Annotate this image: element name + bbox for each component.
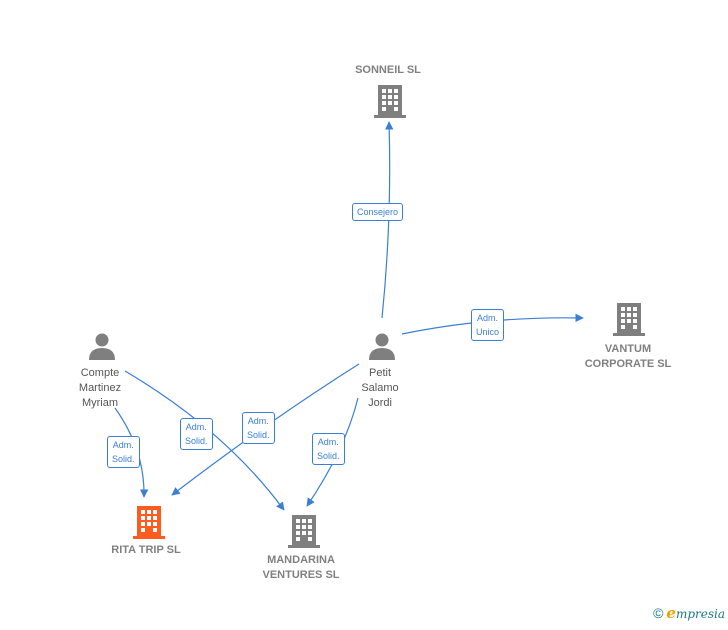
person-label-petit[interactable]: Petit Salamo Jordi [361, 367, 399, 409]
building-icon[interactable] [132, 505, 166, 539]
relation-label-petit-mandarina: Adm. Solid. [312, 433, 345, 465]
relation-label-petit-rita: Adm. Solid. [242, 412, 275, 444]
relation-label-compte-rita: Adm. Solid. [107, 436, 140, 468]
person-label-compte[interactable]: Compte Martinez Myriam [78, 367, 122, 409]
copyright-icon: © [653, 605, 664, 621]
company-label-vantum[interactable]: VANTUM CORPORATE SL [584, 343, 672, 370]
relation-label-compte-mandarina: Adm. Solid. [180, 418, 213, 450]
building-icon[interactable] [612, 302, 646, 336]
edges [114, 121, 584, 511]
relation-label-adm-unico: Adm. Unico [471, 309, 505, 341]
person-icon[interactable] [87, 331, 117, 361]
brand-logo: empresia [666, 604, 725, 622]
company-label-rita[interactable]: RITA TRIP SL [111, 544, 181, 556]
company-label-mandarina[interactable]: MANDARINA VENTURES SL [262, 554, 340, 581]
person-icon[interactable] [367, 331, 397, 361]
building-icon[interactable] [373, 84, 407, 118]
edge-compte-mandarina [124, 370, 285, 511]
relation-label-consejero: Consejero [352, 203, 404, 221]
company-label-sonneil[interactable]: SONNEIL SL [355, 64, 421, 76]
building-icon[interactable] [287, 514, 321, 548]
footer-watermark: ©empresia [653, 604, 725, 622]
